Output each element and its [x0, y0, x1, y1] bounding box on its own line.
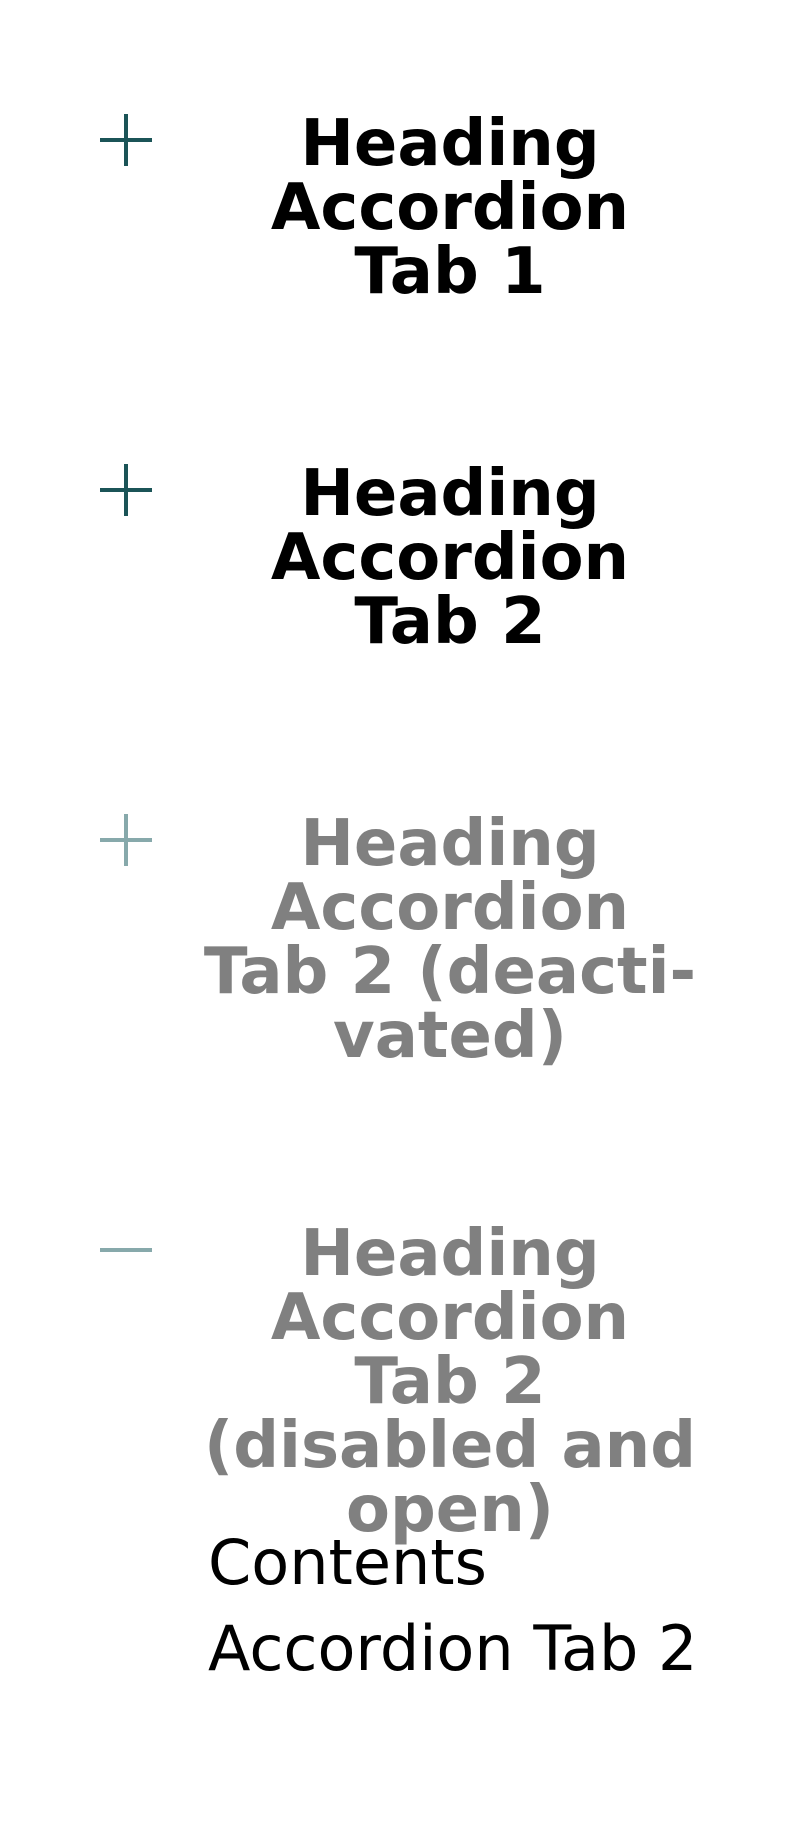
plus-icon[interactable] [98, 462, 154, 518]
accordion-tab-1[interactable]: Heading Accordion Tab 1 [0, 112, 800, 312]
accordion-tab-4-disabled-open: Heading Accordion Tab 2 (disabled and op… [0, 1222, 800, 1702]
accordion-tab-3-deactivated: Heading Accordion Tab 2 (deacti-vated) [0, 812, 800, 1072]
accordion-tab-2[interactable]: Heading Accordion Tab 2 [0, 462, 800, 662]
plus-icon[interactable] [98, 112, 154, 168]
accordion-tab-content: Contents Accordion Tab 2 [208, 1526, 698, 1685]
minus-icon [98, 1222, 154, 1278]
accordion-tab-heading: Heading Accordion Tab 1 [270, 107, 630, 309]
accordion-tab-heading: Heading Accordion Tab 2 (disabled and op… [203, 1217, 697, 1547]
accordion-tab-heading: Heading Accordion Tab 2 (deacti-vated) [203, 807, 697, 1073]
accordion-tab-heading: Heading Accordion Tab 2 [270, 457, 630, 659]
plus-icon [98, 812, 154, 868]
